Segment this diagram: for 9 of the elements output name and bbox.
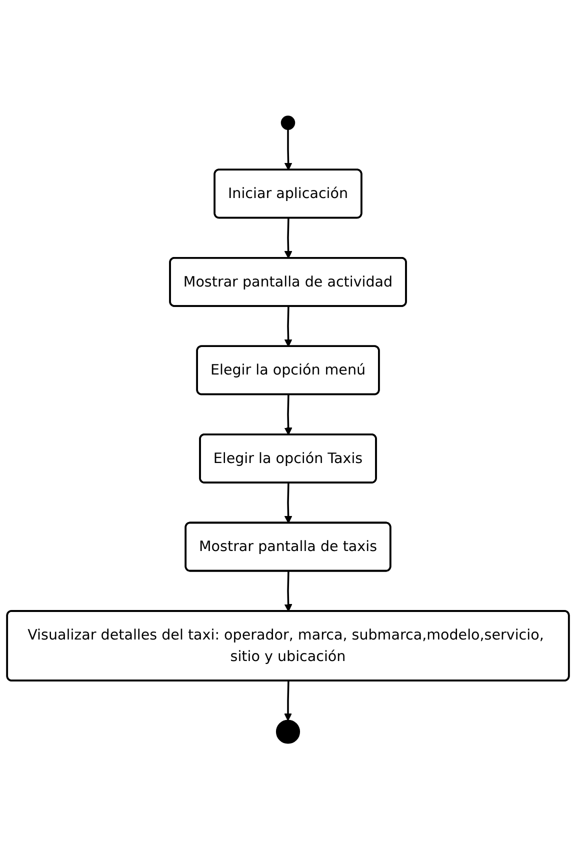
node-circle [280, 116, 296, 130]
arrow [284, 482, 292, 524]
arrow [284, 394, 292, 436]
arrow [284, 680, 292, 721]
node-circle [276, 720, 300, 744]
arrow [284, 571, 292, 612]
arrow [284, 306, 292, 347]
arrow [284, 129, 292, 170]
arrow [284, 218, 292, 259]
